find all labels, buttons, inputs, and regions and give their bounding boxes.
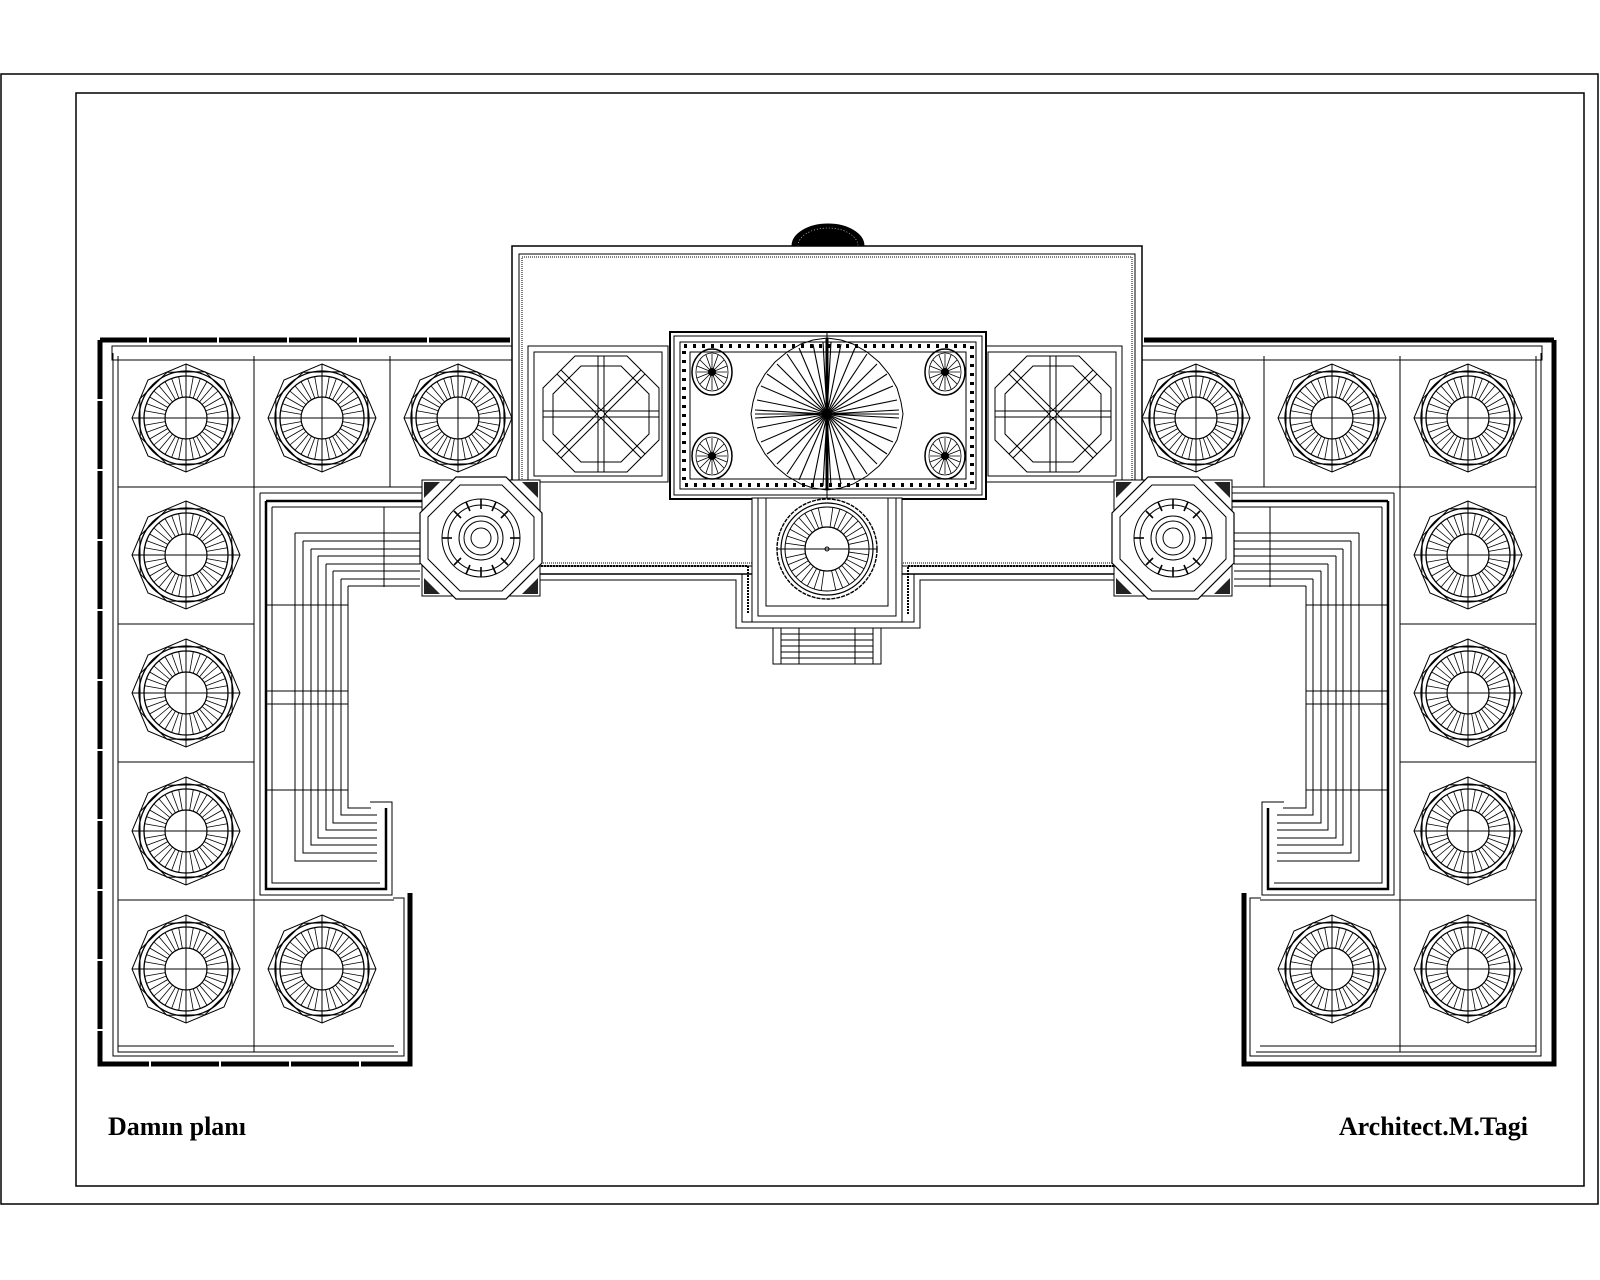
- drawing-title: Damın planı: [108, 1112, 246, 1141]
- outer-frame: [0, 73, 1599, 1205]
- central-large-rosette: [750, 337, 904, 491]
- right-wing: [1130, 337, 1557, 1067]
- architect-credit: Architect.M.Tagi: [1338, 1112, 1528, 1141]
- left-wing-domes: [120, 352, 524, 1035]
- inner-frame: [75, 92, 1585, 1187]
- corner-towers: [419, 476, 1235, 600]
- front-dome: [776, 498, 878, 600]
